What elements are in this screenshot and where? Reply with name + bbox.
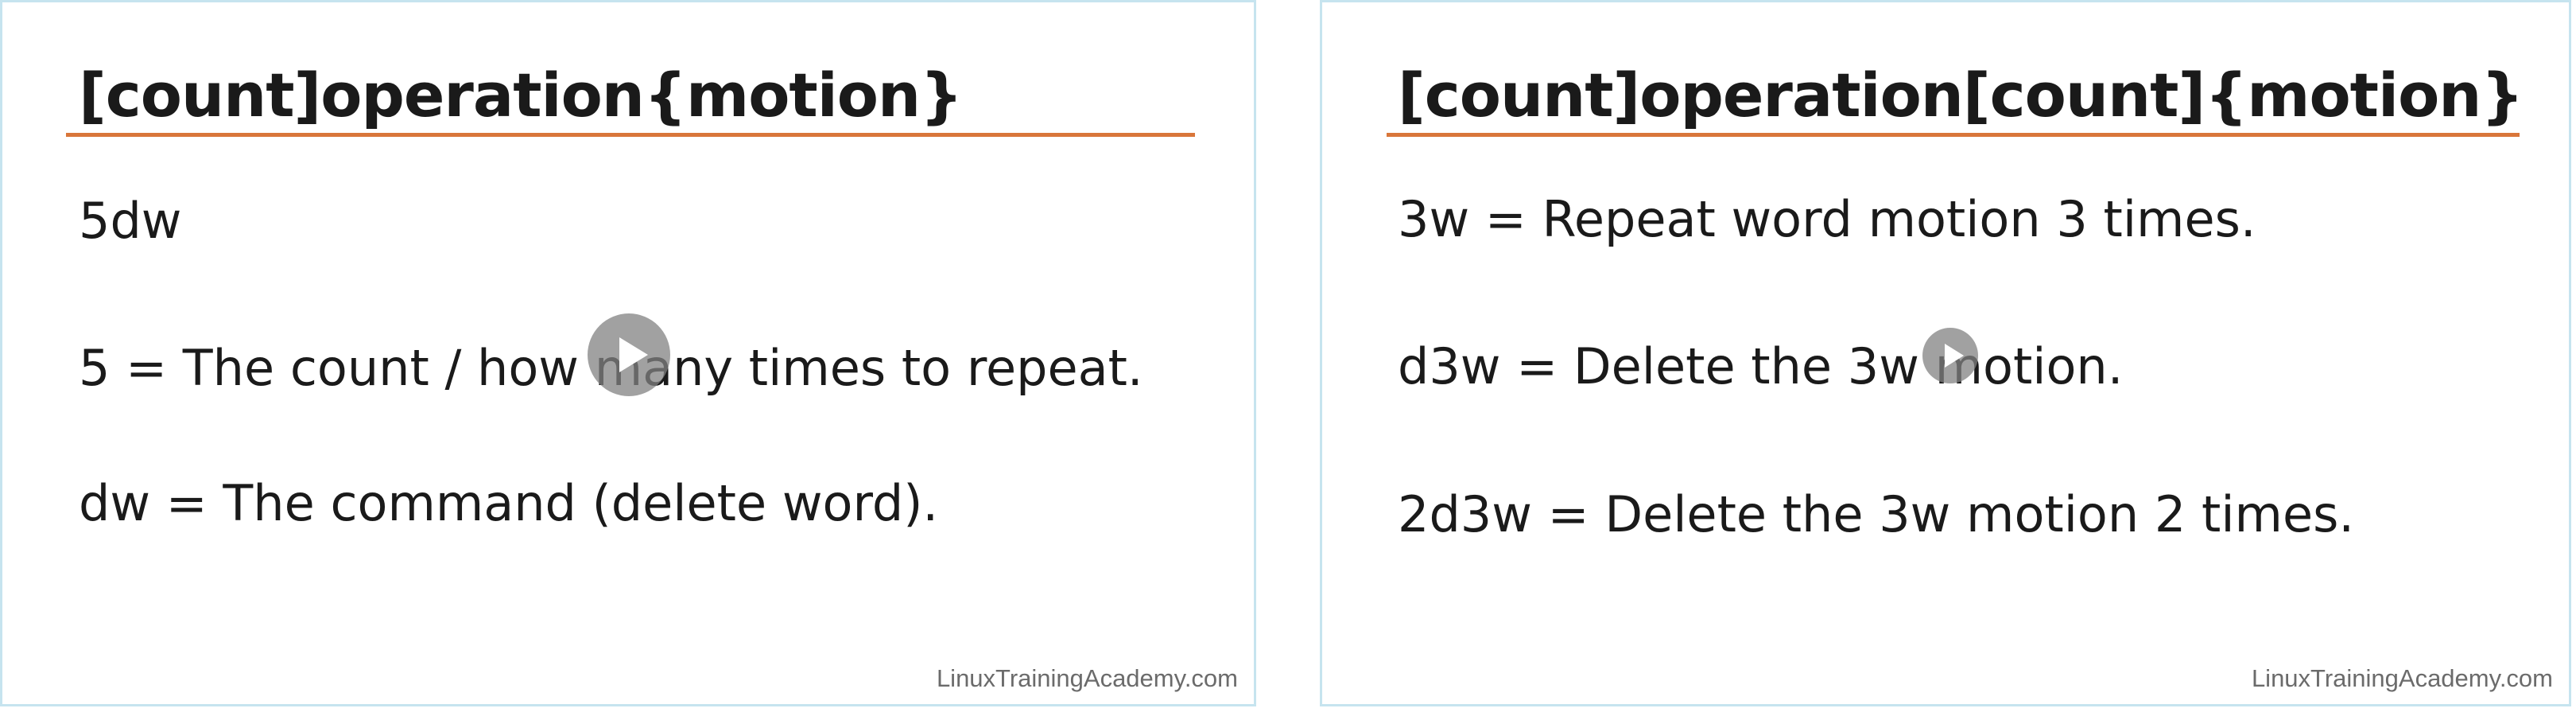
slide-line-2: d3w = Delete the 3w motion. [1398,337,2124,395]
play-icon [619,337,648,372]
slide-title: [count]operation[count]{motion} [1398,60,2524,130]
footer-watermark: LinuxTrainingAcademy.com [2251,664,2553,692]
slide-right: [count]operation[count]{motion} 3w = Rep… [1320,0,2571,706]
slide-title: [count]operation{motion} [79,60,963,130]
play-icon [1945,344,1964,368]
footer-watermark: LinuxTrainingAcademy.com [936,664,1238,692]
title-underline [1387,133,2520,137]
slide-line-1: 3w = Repeat word motion 3 times. [1398,190,2256,248]
play-button[interactable] [1922,328,1978,383]
slide-line-1: 5dw [79,192,182,250]
slide-line-3: 2d3w = Delete the 3w motion 2 times. [1398,485,2355,543]
play-button[interactable] [588,313,670,396]
slide-line-3: dw = The command (delete word). [79,474,939,532]
slide-left: [count]operation{motion} 5dw 5 = The cou… [0,0,1256,706]
title-underline [66,133,1195,137]
